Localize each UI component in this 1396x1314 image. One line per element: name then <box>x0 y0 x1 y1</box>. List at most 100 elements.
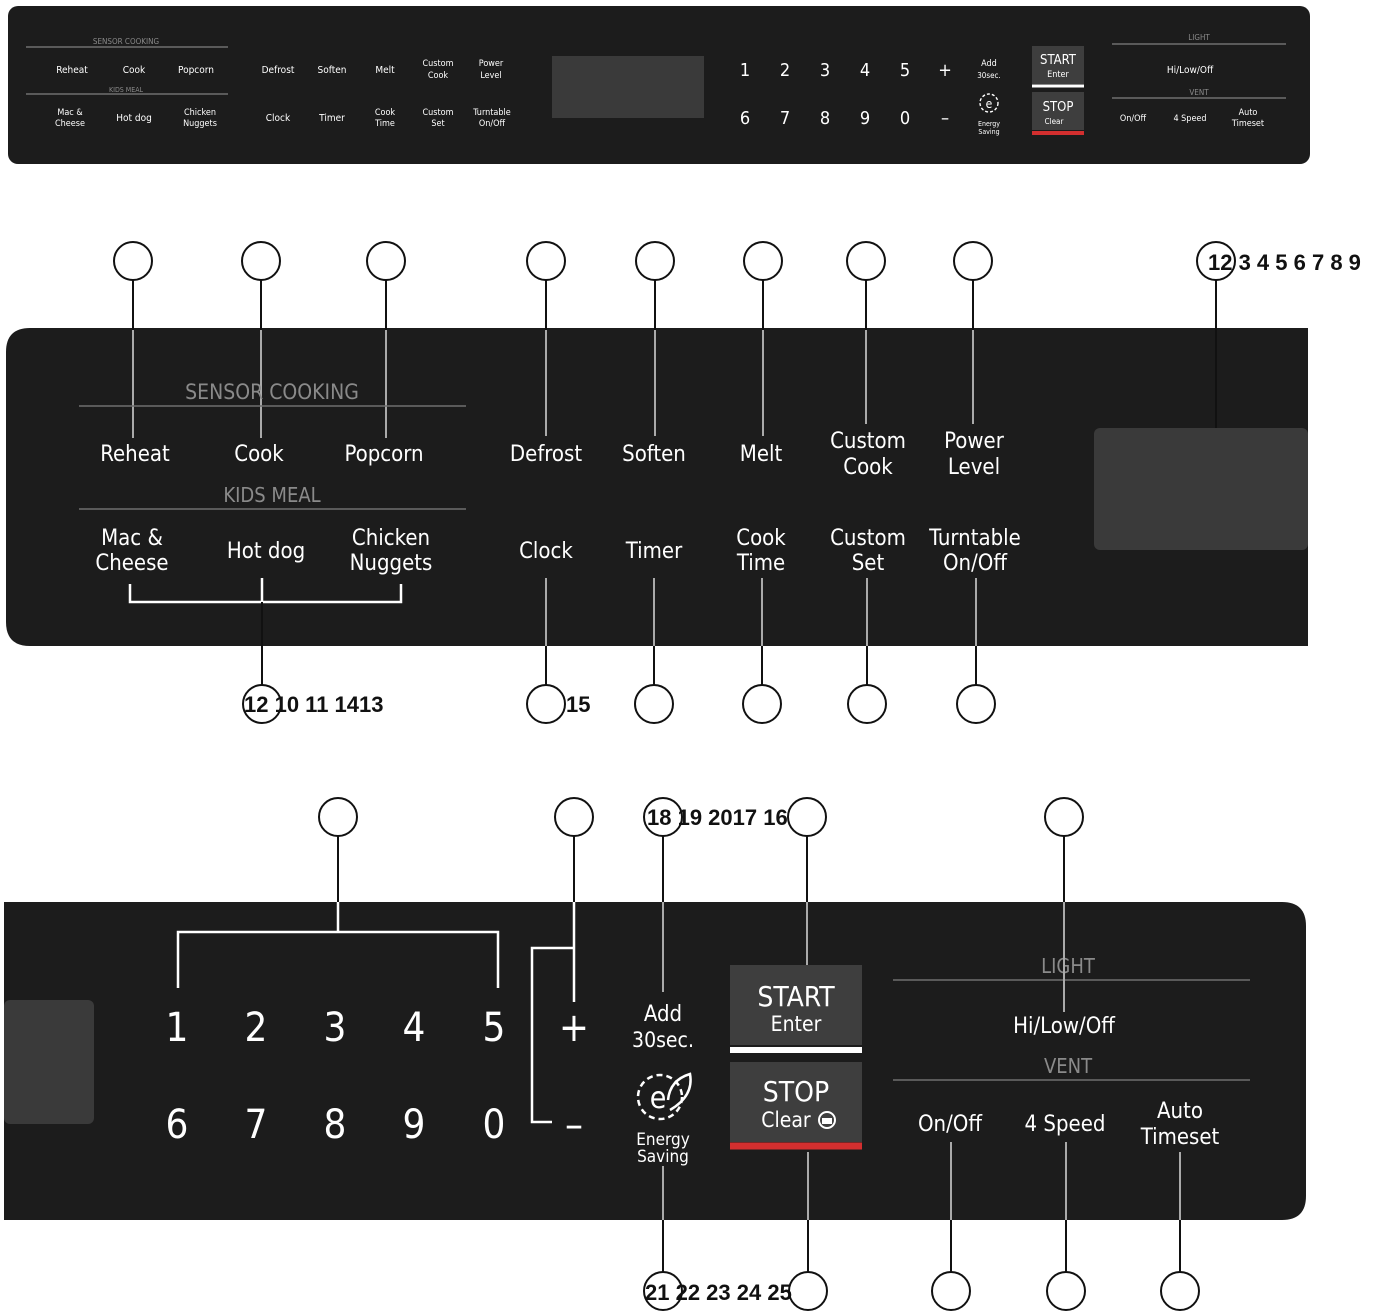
mini-key-4[interactable]: 4 <box>860 60 870 81</box>
custom-set-label-2[interactable]: Set <box>852 551 885 576</box>
clock-button[interactable]: Clock <box>519 539 573 564</box>
add-30sec-label-1[interactable]: Add <box>644 1002 682 1027</box>
mini-mac-2[interactable]: Cheese <box>55 119 85 129</box>
mini-melt[interactable]: Melt <box>375 65 395 76</box>
hi-low-off-button[interactable]: Hi/Low/Off <box>1013 1014 1116 1039</box>
mini-power-2[interactable]: Level <box>480 71 501 81</box>
custom-cook-label-2[interactable]: Cook <box>843 455 893 480</box>
mini-customcook-2[interactable]: Cook <box>428 71 449 81</box>
mini-hotdog[interactable]: Hot dog <box>116 113 152 124</box>
callout-numbers-21-25: 21 22 23 24 25 <box>645 1280 792 1305</box>
popcorn-button[interactable]: Popcorn <box>344 442 423 467</box>
soften-button[interactable]: Soften <box>622 442 686 467</box>
power-level-label-2[interactable]: Level <box>948 455 1000 480</box>
auto-timeset-label-2[interactable]: Timeset <box>1140 1125 1220 1150</box>
stop-button[interactable] <box>730 1062 862 1142</box>
mini-key-9[interactable]: 9 <box>860 108 870 129</box>
key-0[interactable]: 0 <box>483 1102 506 1148</box>
mini-mac-1[interactable]: Mac & <box>57 108 83 118</box>
mini-key-6[interactable]: 6 <box>740 108 750 129</box>
turntable-label-1[interactable]: Turntable <box>928 526 1021 551</box>
chicken-nuggets-label-2[interactable]: Nuggets <box>350 551 433 576</box>
mini-key-0[interactable]: 0 <box>900 108 910 129</box>
key-minus[interactable]: – <box>565 1102 583 1148</box>
mac-cheese-label-1[interactable]: Mac & <box>101 526 163 551</box>
mini-cook[interactable]: Cook <box>123 65 146 76</box>
add-30sec-label-2[interactable]: 30sec. <box>632 1028 694 1052</box>
mini-energy-1[interactable]: Energy <box>978 120 1000 128</box>
mini-customset-1[interactable]: Custom <box>422 108 453 118</box>
mac-cheese-label-2[interactable]: Cheese <box>95 551 168 576</box>
hot-dog-button[interactable]: Hot dog <box>227 539 305 564</box>
energy-saving-label-2[interactable]: Saving <box>637 1147 689 1167</box>
mini-power-1[interactable]: Power <box>479 59 504 69</box>
mini-onoff[interactable]: On/Off <box>1120 114 1147 124</box>
mini-clock[interactable]: Clock <box>266 113 291 124</box>
vent-on-off-button[interactable]: On/Off <box>918 1112 983 1137</box>
mini-cooktime-2[interactable]: Time <box>374 119 395 129</box>
key-6[interactable]: 6 <box>166 1102 189 1148</box>
svg-text:Enter: Enter <box>1047 70 1069 80</box>
cook-time-label-1[interactable]: Cook <box>736 526 786 551</box>
key-3[interactable]: 3 <box>324 1005 347 1051</box>
svg-text:e: e <box>650 1081 667 1116</box>
kids-meal-header: KIDS MEAL <box>223 483 320 507</box>
mini-key-plus[interactable]: + <box>938 60 952 81</box>
mini-4speed[interactable]: 4 Speed <box>1173 114 1206 124</box>
defrost-button[interactable]: Defrost <box>510 442 582 467</box>
mini-popcorn[interactable]: Popcorn <box>178 65 214 76</box>
mini-customset-2[interactable]: Set <box>431 119 444 129</box>
cook-time-label-2[interactable]: Time <box>736 551 785 576</box>
melt-button[interactable]: Melt <box>740 442 783 467</box>
svg-text:Clear: Clear <box>1045 117 1064 126</box>
auto-timeset-label-1[interactable]: Auto <box>1157 1099 1203 1124</box>
cook-button[interactable]: Cook <box>234 442 284 467</box>
mini-add-1[interactable]: Add <box>981 59 997 69</box>
reheat-button[interactable]: Reheat <box>100 442 170 467</box>
mini-nuggets-2[interactable]: Nuggets <box>183 119 217 129</box>
key-1[interactable]: 1 <box>166 1005 189 1051</box>
mini-energy-2[interactable]: Saving <box>978 128 999 136</box>
mini-start-button[interactable] <box>1032 46 1084 84</box>
mini-add-2[interactable]: 30sec. <box>977 71 1001 80</box>
mini-key-8[interactable]: 8 <box>820 108 830 129</box>
mini-turntable-1[interactable]: Turntable <box>472 108 511 118</box>
mini-stop-button[interactable] <box>1032 92 1084 130</box>
mini-defrost[interactable]: Defrost <box>262 65 295 76</box>
start-button[interactable] <box>730 965 862 1045</box>
key-4[interactable]: 4 <box>403 1005 426 1051</box>
overview-panel: SENSOR COOKING KIDS MEAL Reheat Cook Pop… <box>8 6 1310 164</box>
key-8[interactable]: 8 <box>324 1102 347 1148</box>
mini-key-2[interactable]: 2 <box>780 60 790 81</box>
key-5[interactable]: 5 <box>483 1005 506 1051</box>
mini-nuggets-1[interactable]: Chicken <box>184 108 216 118</box>
mini-key-5[interactable]: 5 <box>900 60 910 81</box>
mini-auto-1[interactable]: Auto <box>1239 108 1258 118</box>
callout-numbers-10-14: 12 10 11 1413 <box>244 692 383 717</box>
energy-saving-label-1[interactable]: Energy <box>636 1130 690 1150</box>
mini-key-3[interactable]: 3 <box>820 60 830 81</box>
mini-customcook-1[interactable]: Custom <box>422 59 453 69</box>
mini-turntable-2[interactable]: On/Off <box>479 119 506 129</box>
mini-key-7[interactable]: 7 <box>780 108 790 129</box>
mini-key-1[interactable]: 1 <box>740 60 750 81</box>
power-level-label-1[interactable]: Power <box>944 429 1005 454</box>
turntable-label-2[interactable]: On/Off <box>943 551 1008 576</box>
timer-button[interactable]: Timer <box>625 539 683 564</box>
mini-timer[interactable]: Timer <box>318 113 345 124</box>
mini-soften[interactable]: Soften <box>318 65 347 76</box>
custom-set-label-1[interactable]: Custom <box>830 526 906 551</box>
key-2[interactable]: 2 <box>245 1005 268 1051</box>
custom-cook-label-1[interactable]: Custom <box>830 429 906 454</box>
chicken-nuggets-label-1[interactable]: Chicken <box>352 526 430 551</box>
mini-auto-2[interactable]: Timeset <box>1231 119 1264 129</box>
key-9[interactable]: 9 <box>403 1102 426 1148</box>
vent-4speed-button[interactable]: 4 Speed <box>1025 1112 1106 1137</box>
key-plus[interactable]: + <box>559 1005 589 1051</box>
mini-hilow[interactable]: Hi/Low/Off <box>1167 65 1214 76</box>
key-7[interactable]: 7 <box>245 1102 268 1148</box>
mini-key-minus[interactable]: – <box>941 108 949 129</box>
mini-reheat[interactable]: Reheat <box>56 65 88 76</box>
display-window-edge <box>4 1000 94 1124</box>
mini-cooktime-1[interactable]: Cook <box>375 108 396 118</box>
